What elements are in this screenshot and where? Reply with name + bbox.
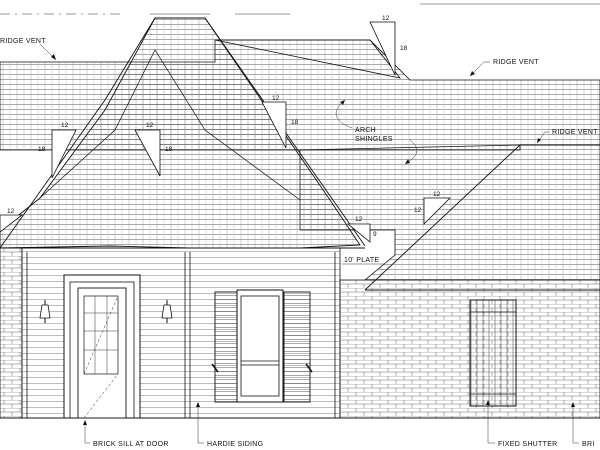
svg-text:ARCH: ARCH	[355, 127, 376, 134]
wall-lantern-left	[39, 300, 51, 323]
svg-text:RIDGE VENT: RIDGE VENT	[0, 38, 46, 45]
svg-text:BRICK SILL AT DOOR: BRICK SILL AT DOOR	[93, 441, 169, 448]
pitch-symbol-left-edge: 12	[0, 208, 24, 233]
svg-text:HARDIE SIDING: HARDIE SIDING	[207, 441, 263, 448]
front-door	[63, 274, 141, 419]
svg-text:12: 12	[433, 191, 441, 198]
pitch-symbol-turret-mid: 12 18	[134, 122, 173, 177]
svg-text:18: 18	[400, 45, 408, 52]
pitch-symbol-right-wing: 12 12	[414, 191, 451, 225]
callout-ridge-vent-right: RIDGE VENT	[536, 129, 598, 144]
pitch-symbol-turret-left: 12 18	[38, 122, 77, 179]
svg-text:10' PLATE: 10' PLATE	[344, 257, 379, 264]
svg-text:RIDGE VENT: RIDGE VENT	[552, 129, 598, 136]
svg-text:18: 18	[291, 119, 299, 126]
svg-text:18: 18	[165, 146, 173, 153]
sheet-border	[0, 3, 600, 15]
svg-text:12: 12	[272, 95, 280, 102]
svg-text:12: 12	[146, 122, 154, 129]
svg-text:FIXED SHUTTER: FIXED SHUTTER	[498, 441, 558, 448]
callout-fixed-shutter: FIXED SHUTTER	[486, 400, 558, 448]
svg-text:12: 12	[61, 122, 69, 129]
svg-text:RIDGE VENT: RIDGE VENT	[493, 59, 539, 66]
brick-wall-left	[0, 247, 23, 419]
svg-text:12: 12	[355, 216, 363, 223]
callout-plate: 10' PLATE	[342, 257, 385, 265]
callout-ridge-vent-top: RIDGE VENT	[469, 59, 539, 77]
svg-text:12: 12	[382, 15, 390, 22]
svg-text:SHINGLES: SHINGLES	[355, 136, 393, 143]
wall-lantern-right	[161, 300, 173, 323]
svg-text:12: 12	[414, 207, 422, 214]
callout-ridge-vent-left: RIDGE VENT	[0, 38, 57, 61]
svg-text:12: 12	[7, 208, 15, 215]
callout-brick-sill: BRICK SILL AT DOOR	[83, 420, 169, 448]
callout-brick: BRI	[571, 402, 595, 448]
callout-arch-shingles: ARCH SHINGLES	[335, 99, 418, 165]
callout-hardie-siding: HARDIE SIDING	[196, 402, 263, 448]
pitch-symbol-turret-right: 12 18	[261, 95, 299, 149]
front-window	[211, 289, 313, 403]
fixed-shutter	[469, 299, 517, 407]
svg-text:18: 18	[38, 146, 46, 153]
svg-text:BRI: BRI	[582, 441, 595, 448]
svg-text:9: 9	[373, 231, 377, 238]
pitch-symbol-top-right: 12 18	[369, 15, 408, 76]
pitch-symbol-porch: 12 9	[346, 216, 377, 243]
